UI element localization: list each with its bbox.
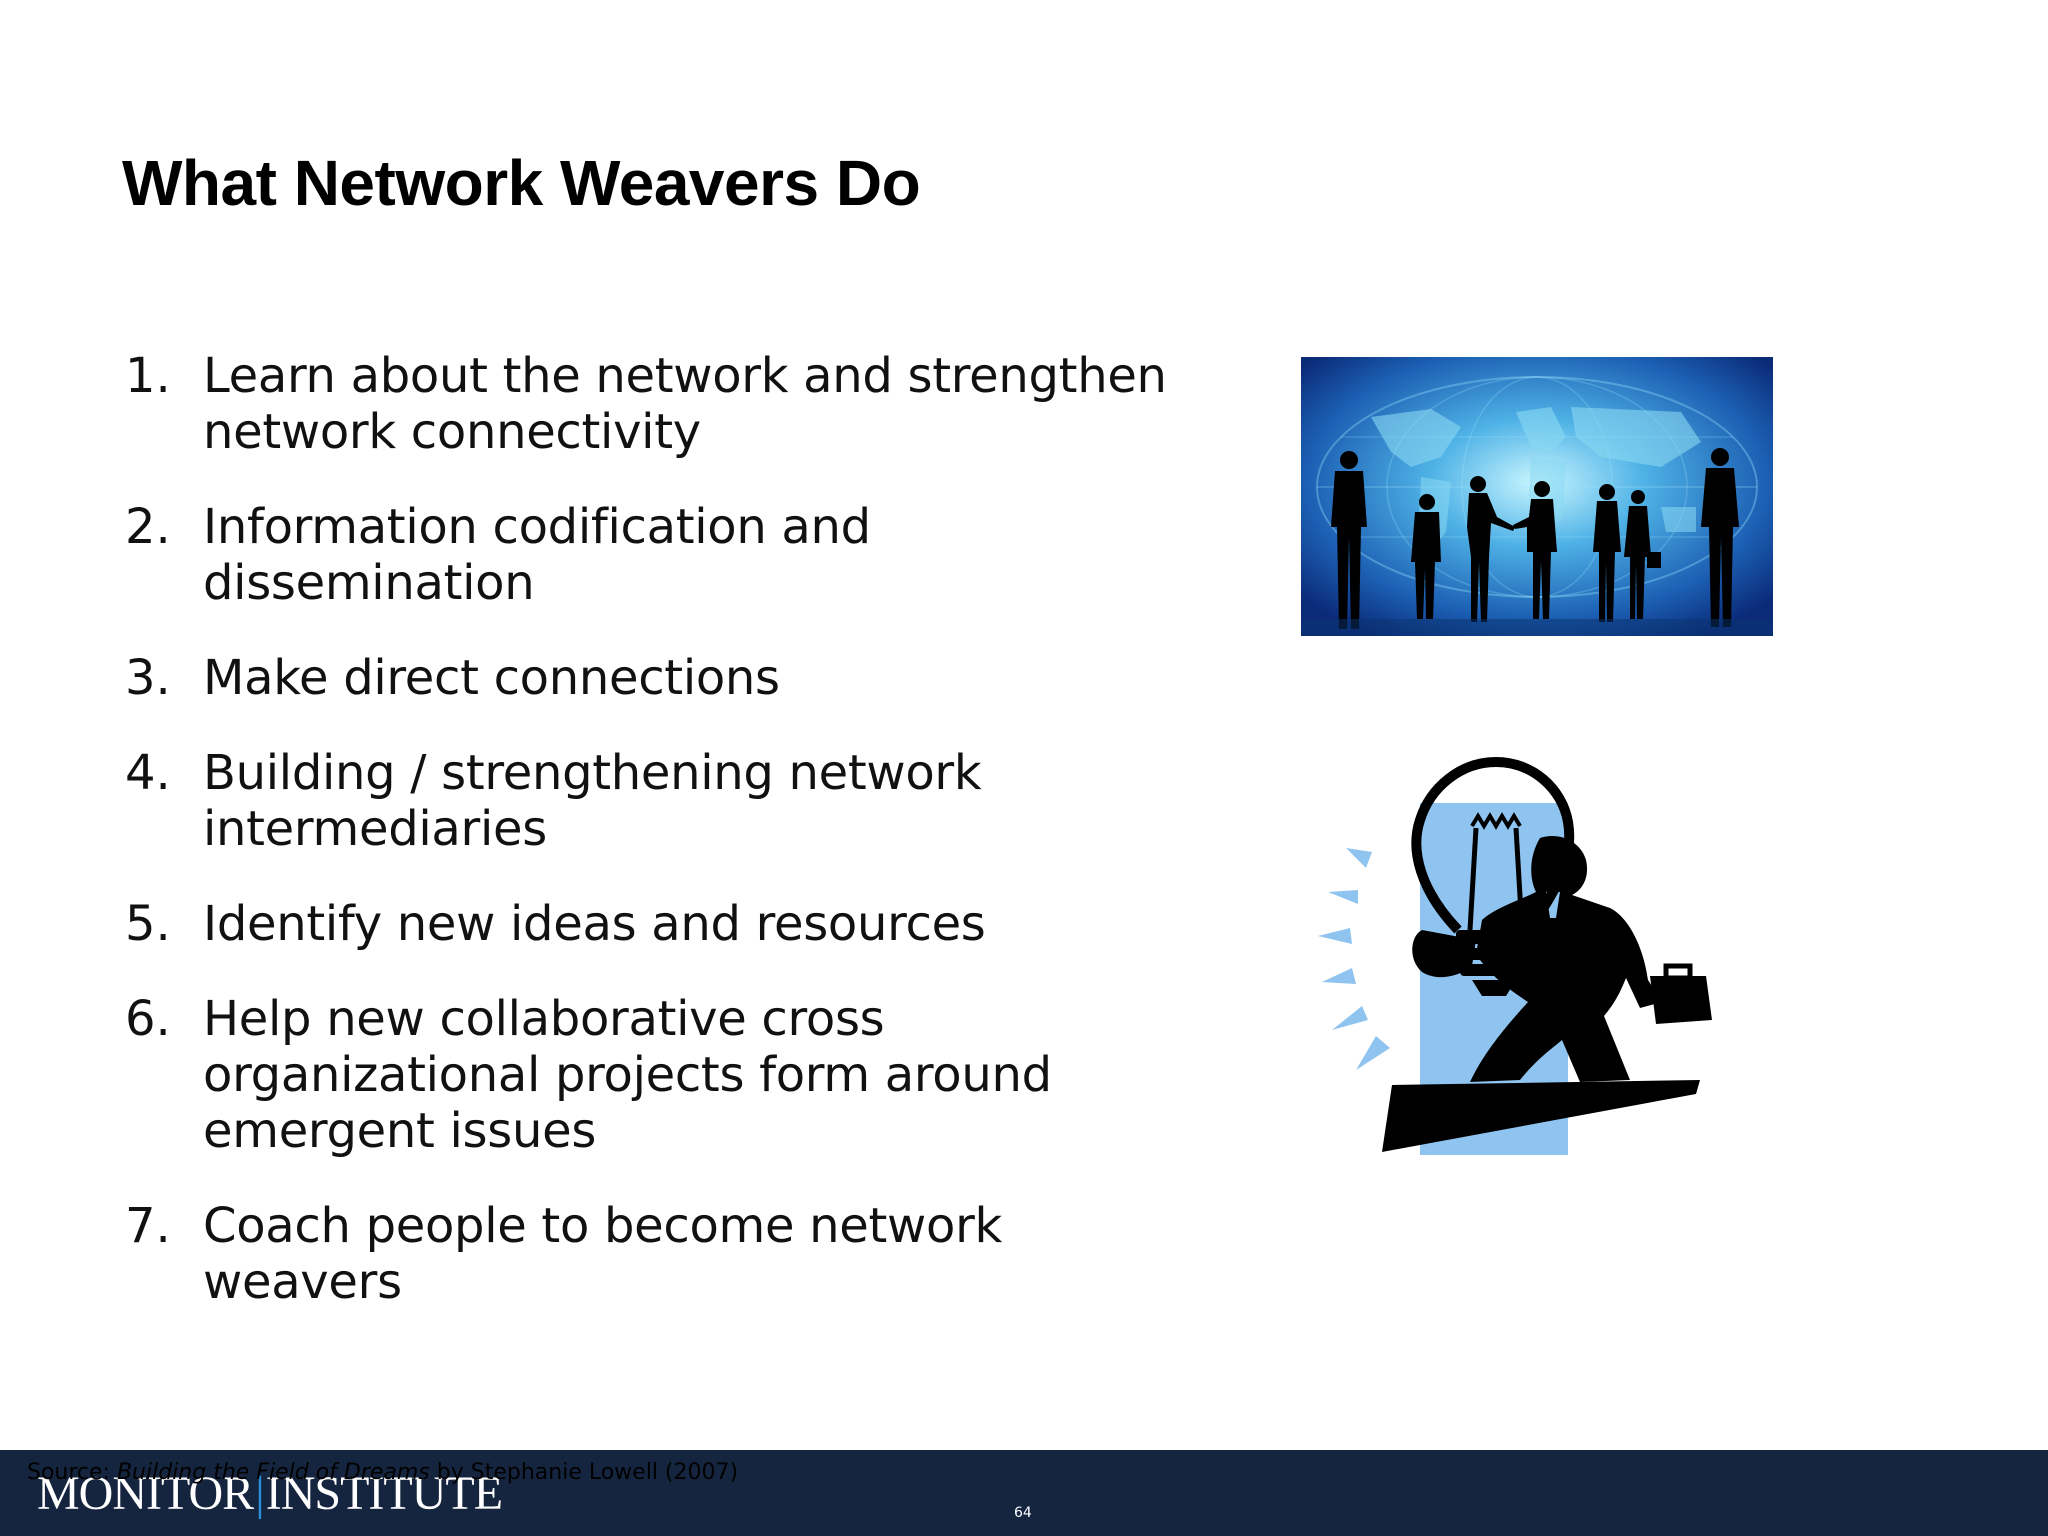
list-item: 5. Identify new ideas and resources	[125, 896, 1185, 952]
logo-text-monitor: MONITOR	[37, 1467, 254, 1520]
list-item-text: Information codification and	[203, 499, 871, 555]
list-item: 6. Help new collaborative cross organiza…	[125, 991, 1185, 1159]
source-suffix: by Stephanie Lowell (2007)	[429, 1460, 739, 1485]
list-item-number: 6.	[125, 991, 171, 1047]
man-with-lightbulb-clipart	[1310, 740, 1730, 1160]
list-item-text: Identify new ideas and resources	[203, 896, 986, 952]
list-item: 4. Building / strengthening network inte…	[125, 745, 1185, 857]
list-item-text: dissemination	[203, 555, 535, 611]
list-item-text: organizational projects form around	[203, 1047, 1052, 1103]
list-item: 2. Information codification and dissemin…	[125, 499, 1185, 611]
list-item-text: intermediaries	[203, 801, 547, 857]
list-item-text: Help new collaborative cross	[203, 991, 885, 1047]
list-item-number: 4.	[125, 745, 171, 801]
list-item-number: 7.	[125, 1198, 171, 1254]
footer-bar	[0, 1450, 2048, 1536]
list-item-text: network connectivity	[203, 404, 701, 460]
list-item-text: weavers	[203, 1254, 402, 1310]
list-item-text: Coach people to become network	[203, 1198, 1003, 1254]
logo-text-institute: INSTITUTE	[265, 1467, 503, 1520]
weaver-activities-list: 1. Learn about the network and strengthe…	[125, 348, 1185, 1349]
list-item: 3. Make direct connections	[125, 650, 1185, 706]
list-item-number: 5.	[125, 896, 171, 952]
source-title: Building the Field of Dreams	[116, 1460, 430, 1485]
monitor-institute-logo: MONITOR|INSTITUTE	[37, 1464, 503, 1524]
list-item-text: Learn about the network and strengthen	[203, 348, 1167, 404]
business-people-globe-image	[1301, 357, 1773, 636]
list-item-number: 3.	[125, 650, 171, 706]
source-prefix: Source:	[27, 1460, 117, 1485]
page-number: 64	[1014, 1505, 1032, 1521]
source-citation: Source: Building the Field of Dreams by …	[27, 1458, 738, 1488]
slide-title: What Network Weavers Do	[122, 147, 921, 219]
list-item-text: Make direct connections	[203, 650, 780, 706]
list-item: 7. Coach people to become network weaver…	[125, 1198, 1185, 1310]
list-item-number: 2.	[125, 499, 171, 555]
logo-divider: |	[255, 1467, 265, 1520]
list-item-number: 1.	[125, 348, 171, 404]
list-item-text: emergent issues	[203, 1103, 597, 1159]
list-item: 1. Learn about the network and strengthe…	[125, 348, 1185, 460]
list-item-text: Building / strengthening network	[203, 745, 982, 801]
